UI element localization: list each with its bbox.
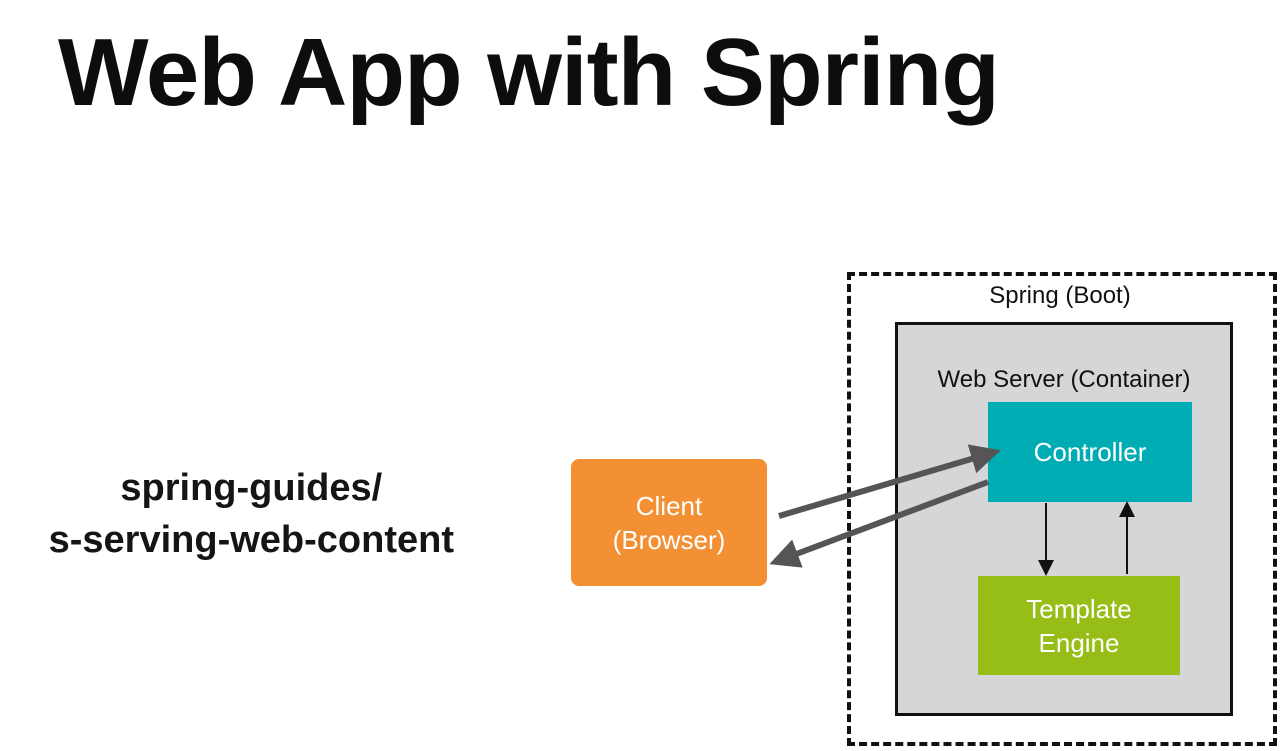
controller-box: Controller <box>988 402 1192 502</box>
controller-label: Controller <box>1033 437 1147 467</box>
slide-title: Web App with Spring <box>58 19 1000 126</box>
guide-reference-line-2: s-serving-web-content <box>48 519 454 561</box>
spring-boot-label: Spring (Boot) <box>989 282 1131 309</box>
template-engine-label-line-1: Template <box>1026 593 1132 624</box>
client-browser-box: Client (Browser) <box>571 459 767 586</box>
guide-reference: spring-guides/ s-serving-web-content <box>49 462 454 566</box>
template-engine-label-line-2: Engine <box>1038 627 1120 658</box>
client-label-line-2: (Browser) <box>612 524 726 555</box>
client-label-line-1: Client <box>635 490 703 521</box>
web-server-label: Web Server (Container) <box>937 366 1191 393</box>
guide-reference-line-1: spring-guides/ <box>120 467 383 509</box>
template-engine-box: Template Engine <box>978 576 1180 675</box>
